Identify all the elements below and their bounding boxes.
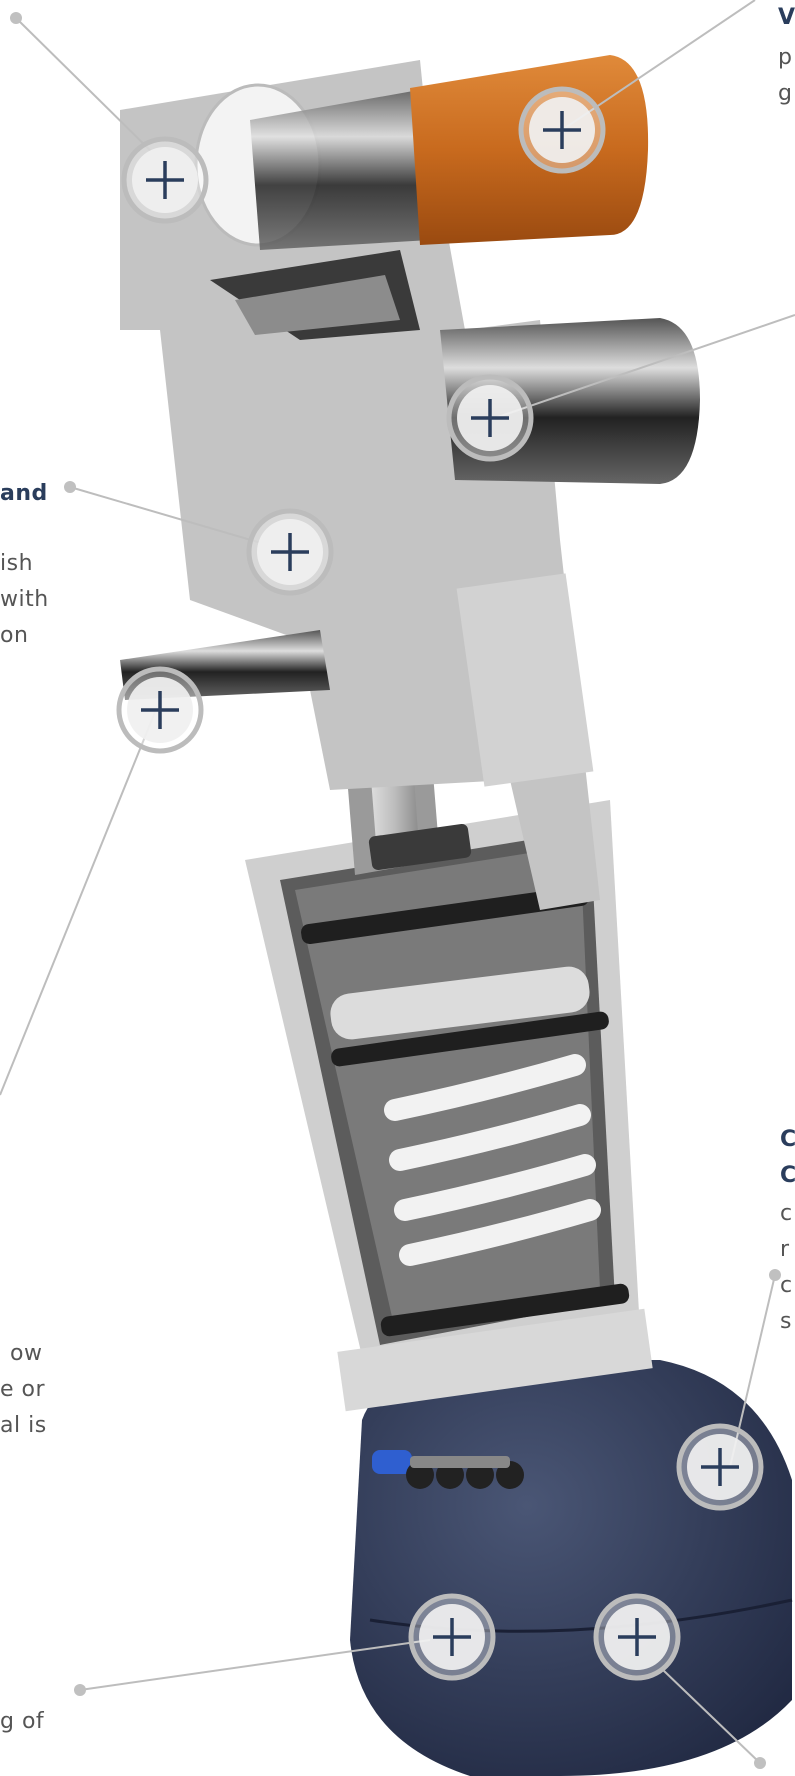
hotspot-left-pipe[interactable]	[116, 666, 204, 754]
plus-icon	[433, 1618, 471, 1656]
plus-icon	[146, 161, 184, 199]
plus-icon	[618, 1618, 656, 1656]
plus-icon	[471, 399, 509, 437]
right-line-4: r	[780, 1237, 790, 1262]
lower-left-line-3: al is	[0, 1413, 47, 1438]
left-heading-fragment: and	[0, 481, 48, 506]
lower-left-line-1: ow	[10, 1341, 43, 1366]
right-line-5: c	[780, 1273, 793, 1298]
hotspot-stem[interactable]	[246, 508, 334, 596]
left-description-line-3: on	[0, 623, 29, 648]
hotspot-side-pipe[interactable]	[446, 374, 534, 462]
plus-icon	[141, 691, 179, 729]
top-right-line-1: p	[778, 45, 793, 70]
hotspot-right-actuator[interactable]	[676, 1423, 764, 1511]
right-line-3: c	[780, 1201, 793, 1226]
plus-icon	[271, 533, 309, 571]
hotspot-bottom-right[interactable]	[593, 1593, 681, 1681]
actuator-body-cutaway	[245, 800, 653, 1412]
right-line-6: s	[780, 1309, 792, 1334]
hotspot-bottom-left[interactable]	[408, 1593, 496, 1681]
leader-dots	[10, 12, 781, 1769]
bottom-left-line-1: g of	[0, 1709, 45, 1734]
top-pipe	[194, 55, 649, 250]
top-right-line-2: g	[778, 81, 793, 106]
left-description-line-2: with	[0, 587, 49, 612]
top-right-heading-fragment: V	[778, 5, 795, 30]
actuator-housing	[350, 1360, 793, 1776]
left-description-line-1: ish	[0, 551, 34, 576]
lower-left-line-2: e or	[0, 1377, 46, 1402]
valve-body-cutaway	[120, 60, 600, 910]
plus-icon	[701, 1448, 739, 1486]
right-line-1: C	[780, 1127, 795, 1152]
hotspot-top-left[interactable]	[121, 136, 209, 224]
plus-icon	[543, 111, 581, 149]
hotspot-top-right[interactable]	[518, 86, 606, 174]
right-line-2: C	[780, 1163, 795, 1188]
